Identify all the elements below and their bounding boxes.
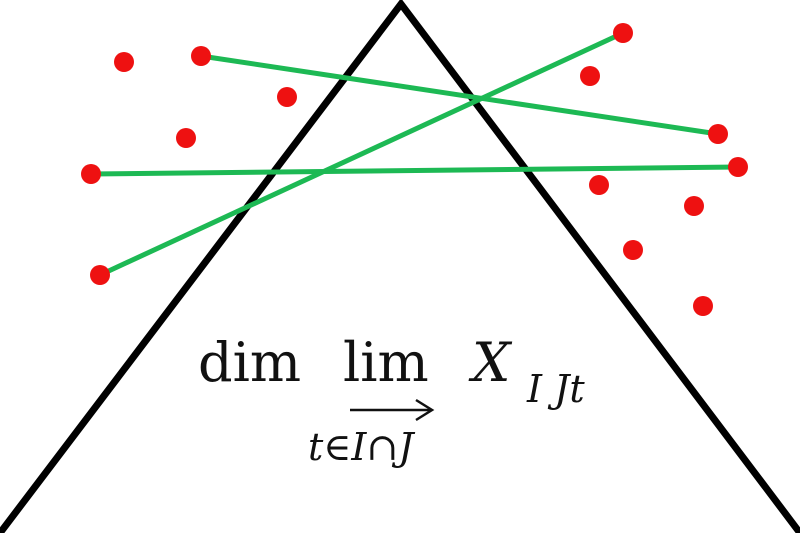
point	[90, 265, 110, 285]
point	[693, 296, 713, 316]
segment-3	[90, 164, 739, 177]
point	[176, 128, 196, 148]
point	[114, 52, 134, 72]
point	[684, 196, 704, 216]
lim-arrow	[350, 398, 435, 422]
point	[81, 164, 101, 184]
point	[613, 23, 633, 43]
point	[728, 157, 748, 177]
point	[580, 66, 600, 86]
segment-2	[98, 30, 625, 278]
point	[589, 175, 609, 195]
point	[708, 124, 728, 144]
points	[81, 23, 748, 316]
point	[623, 240, 643, 260]
point	[277, 87, 297, 107]
segment-1	[200, 53, 719, 137]
point	[191, 46, 211, 66]
